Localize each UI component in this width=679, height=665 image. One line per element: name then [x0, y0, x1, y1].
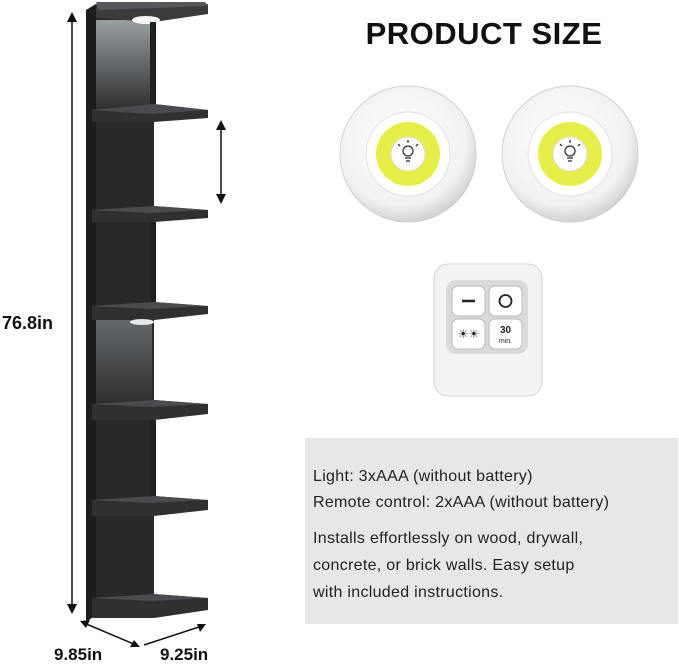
depth-dimension-label: 9.85in	[54, 645, 103, 664]
remote-off-button	[451, 285, 486, 317]
remote-brightness-button: ☀☀	[451, 318, 486, 350]
remote-control: ☀☀ 30 min.	[433, 263, 543, 397]
shelf-board	[92, 400, 208, 420]
shelf-board	[92, 594, 208, 618]
width-dimension-label: 9.25in	[160, 645, 209, 664]
height-arrow	[67, 12, 77, 614]
bulb-icon	[397, 140, 419, 162]
puck-lights	[339, 85, 639, 223]
shelf-board	[92, 206, 208, 222]
remote-timer-button: 30 min.	[488, 318, 523, 350]
shelf-illustration	[67, 2, 226, 647]
product-size-title: PRODUCT SIZE	[365, 16, 603, 51]
remote-battery-spec: Remote control: 2xAAA (without battery)	[313, 494, 610, 511]
shelf-board	[92, 302, 208, 325]
svg-text:min.: min.	[499, 338, 512, 345]
spec-info-box: Light: 3xAAA (without battery) Remote co…	[305, 438, 678, 624]
svg-text:30: 30	[500, 325, 512, 336]
svg-text:☀☀: ☀☀	[458, 327, 480, 341]
shelf-board	[92, 496, 208, 516]
shelf-unit	[86, 2, 208, 622]
bulb-icon	[559, 140, 581, 162]
height-dimension-label: 76.8in	[2, 313, 54, 333]
light-battery-spec: Light: 3xAAA (without battery)	[313, 468, 533, 485]
puck-light-left	[339, 85, 477, 223]
install-text-line-3: with included instructions.	[313, 584, 504, 601]
install-text-line-1: Installs effortlessly on wood, drywall,	[313, 530, 584, 547]
puck-light-right	[501, 85, 639, 223]
shelf-board	[92, 104, 208, 122]
remote-on-button	[488, 285, 523, 317]
install-text-line-2: concrete, or brick walls. Easy setup	[313, 557, 575, 574]
base-arrows	[80, 620, 206, 647]
shelf-spacing-arrow	[216, 120, 226, 204]
